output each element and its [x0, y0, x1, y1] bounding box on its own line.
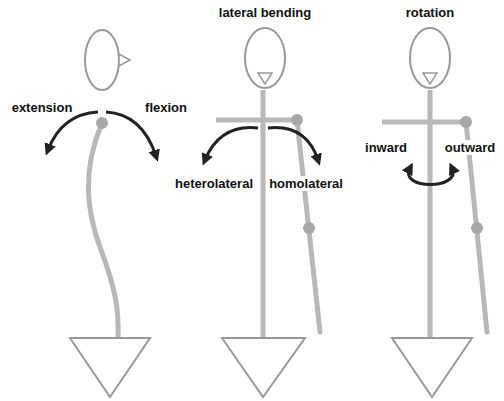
movement-label: lateral bending: [217, 5, 313, 20]
rotation-figure: [382, 28, 487, 397]
movement-label: flexion: [143, 100, 189, 115]
movement-label: homolateral: [267, 176, 345, 191]
movement-label: outward: [443, 140, 498, 155]
front-view-figure: [205, 28, 320, 397]
movement-label: rotation: [404, 5, 456, 20]
movement-label: heterolateral: [173, 176, 255, 191]
side-view-figure: [48, 30, 156, 397]
movement-label: inward: [363, 140, 409, 155]
movement-label: extension: [10, 100, 75, 115]
